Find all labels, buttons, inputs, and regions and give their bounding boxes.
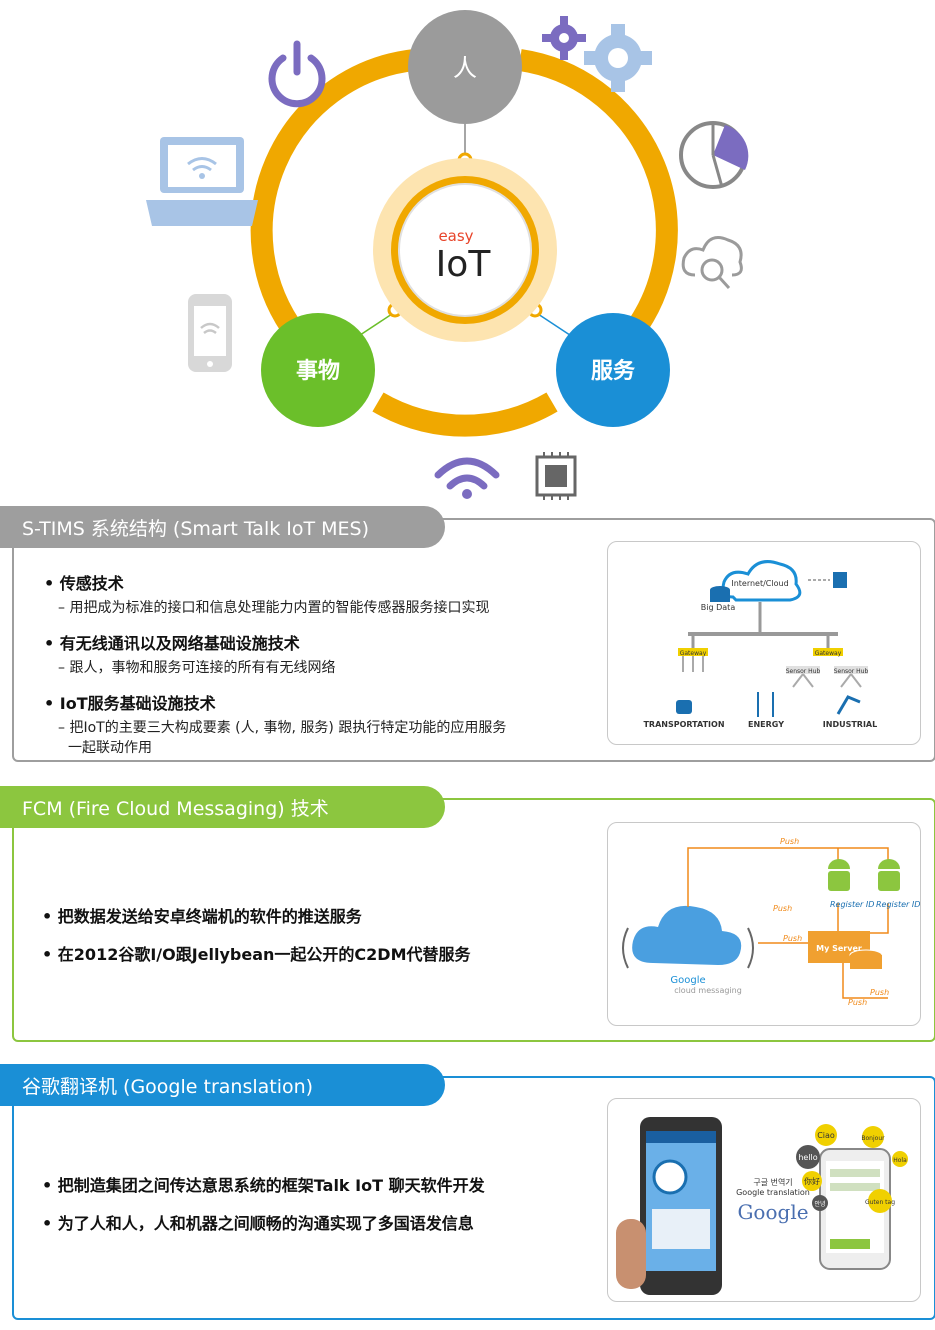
fcm-figure: Google cloud messaging Push Push Push Pu…: [607, 822, 921, 1026]
hub-ring: [250, 49, 678, 437]
bubble-1: Bonjour: [861, 1135, 885, 1142]
phone-wifi-icon: [188, 294, 232, 372]
node-people: [408, 10, 522, 124]
section-translation-title: 谷歌翻译机 (Google translation): [0, 1064, 445, 1106]
cloud-label: Internet/Cloud: [731, 579, 788, 588]
laptop-wifi-icon: [146, 137, 258, 226]
fcm-item-2: • 在2012谷歌I/O跟Jellybean一起公开的C2DM代替服务: [42, 945, 471, 964]
bubble-5: Hola: [893, 1157, 907, 1164]
s-tims-item-3-sub: – 把IoT的主要三大构成要素 (人, 事物, 服务) 跟执行特定功能的应用服务: [58, 720, 507, 736]
s-tims-list: • 传感技术 – 用把成为标准的接口和信息处理能力内置的智能传感器服务接口实现 …: [44, 570, 604, 757]
s-tims-item-2-title: • 有无线通讯以及网络基础设施技术: [44, 634, 300, 653]
gateway-label-1: Gateway: [680, 650, 707, 657]
bubble-0: Ciao: [817, 1131, 835, 1140]
fcm-register-1: Register ID: [830, 900, 874, 909]
node-things: [261, 313, 375, 427]
sensor-label-2: Sensor Hub: [834, 668, 869, 675]
label-energy: ENERGY: [748, 720, 784, 729]
fcm-push-5: Push: [848, 998, 867, 1007]
node-people-label: 人: [453, 54, 477, 82]
android-icon-2: [878, 859, 900, 891]
fcm-list: • 把数据发送给安卓终端机的软件的推送服务 • 在2012谷歌I/O跟Jelly…: [42, 903, 602, 965]
label-transportation: TRANSPORTATION: [643, 720, 724, 729]
hub-center-big: IoT: [436, 244, 492, 285]
cloud-search-icon: [681, 236, 743, 290]
s-tims-item-1-title: • 传感技术: [44, 574, 124, 593]
s-tims-item-1-sub: – 用把成为标准的接口和信息处理能力内置的智能传感器服务接口实现: [58, 600, 490, 616]
fcm-item-1: • 把数据发送给安卓终端机的软件的推送服务: [42, 907, 362, 926]
node-service: [556, 313, 670, 427]
fcm-register-2: Register ID: [876, 900, 920, 909]
chip-icon: [535, 452, 577, 500]
sensor-label-1: Sensor Hub: [786, 668, 821, 675]
android-icon-1: [828, 859, 850, 891]
section-fcm-title: FCM (Fire Cloud Messaging) 技术: [0, 786, 445, 828]
fcm-server: My Server: [816, 944, 862, 953]
iot-hub-diagram: easy IoT 人 事物 服务: [146, 10, 749, 500]
fcm-push-2: Push: [773, 904, 792, 913]
bubble-6: 안녕: [814, 1200, 825, 1208]
bubble-3: 你好: [804, 1176, 820, 1186]
translation-list: • 把制造集团之间传达意思系统的框架Talk IoT 聊天软件开发 • 为了人和…: [42, 1172, 602, 1234]
bigdata-label: Big Data: [701, 603, 736, 612]
s-tims-item-3-sub2: 一起联动作用: [68, 740, 152, 756]
hub-center-small: easy: [438, 227, 473, 245]
pie-chart-icon: [679, 121, 749, 189]
node-things-label: 事物: [296, 358, 340, 384]
s-tims-item-2-sub: – 跟人，事物和服务可连接的所有有无线网络: [58, 660, 336, 676]
translation-en: Google translation: [736, 1188, 810, 1197]
power-icon: [268, 40, 326, 108]
s-tims-architecture-figure: Internet/Cloud Big Data Gateway Gateway …: [607, 541, 921, 745]
bubble-4: Guten tag: [865, 1199, 895, 1206]
translation-brand: Google: [737, 1200, 808, 1224]
section-s-tims-title: S-TIMS 系统结构 (Smart Talk IoT MES): [0, 506, 445, 548]
translation-item-2: • 为了人和人，人和机器之间顺畅的沟通实现了多国语发信息: [42, 1214, 474, 1233]
fcm-push-3: Push: [783, 934, 802, 943]
node-service-label: 服务: [591, 359, 636, 384]
fcm-brand-sub: cloud messaging: [674, 986, 742, 995]
gateway-label-2: Gateway: [815, 650, 842, 657]
fcm-brand: Google: [670, 975, 705, 986]
s-tims-item-3-title: • IoT服务基础设施技术: [44, 694, 216, 713]
translation-kr: 구글 번역기: [753, 1177, 792, 1187]
label-industrial: INDUSTRIAL: [823, 720, 877, 729]
translation-item-1: • 把制造集团之间传达意思系统的框架Talk IoT 聊天软件开发: [42, 1176, 485, 1195]
translation-figure: 구글 번역기 Google translation Google Ciao Bo…: [607, 1098, 921, 1302]
gear-icon: [542, 16, 652, 92]
wifi-icon: [434, 457, 500, 490]
fcm-push-4: Push: [870, 988, 889, 997]
bubble-2: hello: [798, 1153, 817, 1162]
fcm-push-1: Push: [780, 837, 799, 846]
language-bubbles: Ciao Bonjour hello 你好 Guten tag Hola 안녕: [796, 1124, 908, 1213]
